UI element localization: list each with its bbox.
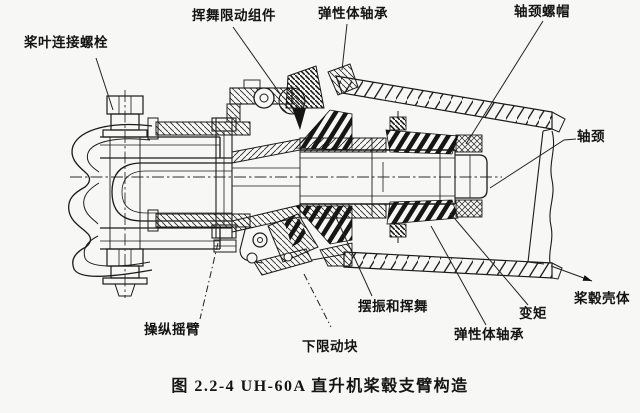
label-blade-connecting-bolt: 桨叶连接螺栓 (24, 35, 108, 50)
label-lead-lag-and-flap: 摆振和挥舞 (358, 299, 428, 314)
pitch-horn-and-damper (213, 213, 353, 276)
label-journal-nut: 轴颈螺帽 (514, 4, 570, 19)
centerlines (70, 90, 502, 298)
hub-shell-housing (327, 63, 566, 280)
label-lower-stop-block: 下限动块 (302, 339, 358, 354)
leader-lines (95, 20, 593, 328)
label-hub-shell: 桨毂壳体 (574, 291, 630, 306)
label-pitch-change: 变矩 (519, 306, 547, 321)
label-flap-restrainer-assembly: 挥舞限动组件 (192, 8, 276, 23)
elastomeric-bearing-laminations (295, 109, 459, 245)
blade-attachment-clevis (100, 136, 232, 250)
figure-caption: 图 2.2-4 UH-60A 直升机桨毂支臂构造 (171, 378, 469, 395)
flap-restrainer-assembly (226, 65, 325, 130)
blade-connecting-bolt (102, 95, 148, 297)
label-elastomeric-bearing-top: 弹性体轴承 (318, 6, 388, 21)
label-elastomeric-bearing-bottom: 弹性体轴承 (454, 327, 524, 342)
label-control-horn: 操纵摇臂 (144, 322, 200, 337)
journal-nut-part (454, 134, 488, 218)
label-journal: 轴颈 (577, 129, 605, 144)
spindle-flange-and-pins (147, 117, 251, 239)
